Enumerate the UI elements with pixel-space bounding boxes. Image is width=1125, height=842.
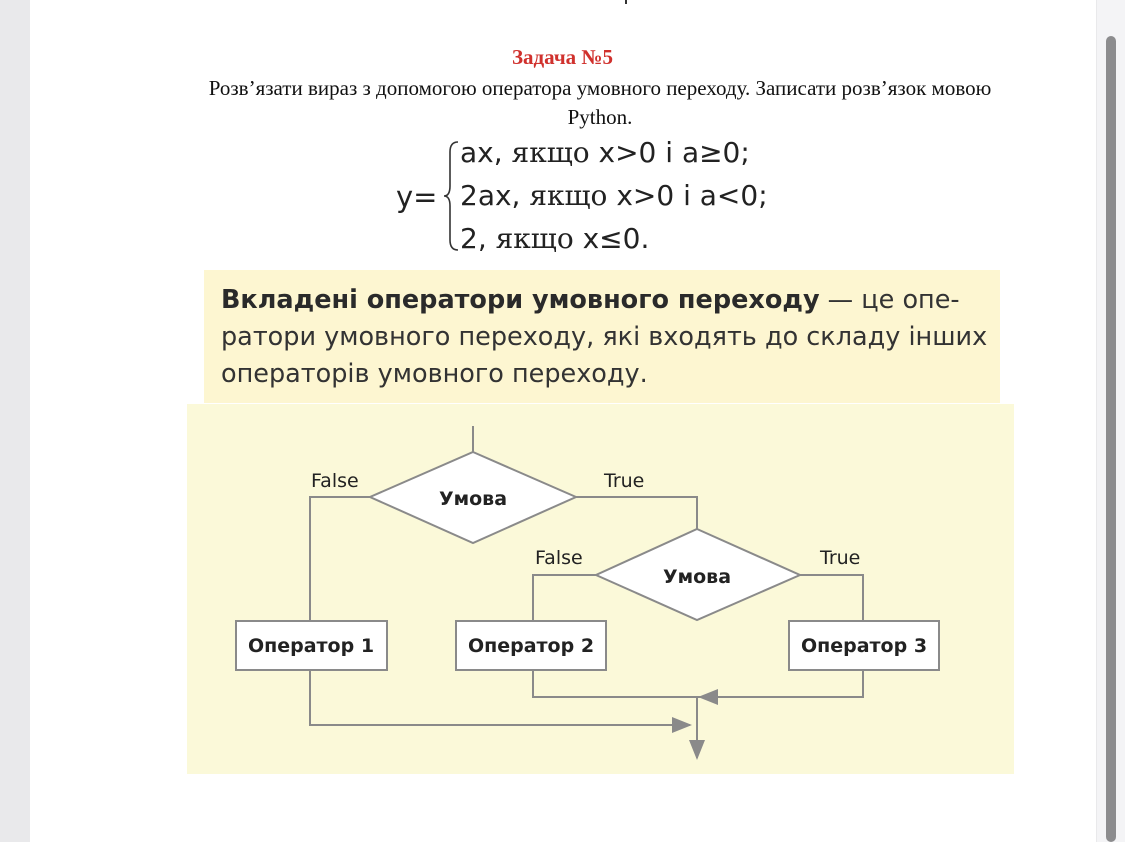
formula-case-3-word: якщо (495, 222, 574, 255)
task-title: Задача №5 (511, 45, 614, 69)
formula-case-3-expr: 2, (460, 222, 487, 255)
formula-case-2-word: якщо (529, 179, 608, 212)
formula-brace (443, 141, 459, 251)
definition-box (204, 270, 1000, 403)
true-1-label: True (603, 470, 644, 492)
definition-rest: — це опе­ратори умовного переходу, які в… (221, 285, 988, 389)
operator-3-label: Оператор 3 (801, 635, 927, 657)
page-top-mark (625, 0, 627, 4)
condition-2-label: Умова (663, 566, 731, 588)
operator-3-box (788, 620, 940, 671)
true-2-label: True (819, 547, 860, 569)
formula-case-3: 2, якщо x≤0. (460, 222, 649, 255)
formula-case-2-cond: x>0 і a<0; (616, 179, 768, 212)
task-statement: Розв’язати вираз з допомогою оператора у… (208, 76, 992, 129)
formula-case-1: ax, якщо x>0 і a≥0; (460, 136, 750, 169)
formula-case-1-word: якщо (511, 136, 590, 169)
scrollbar-thumb[interactable] (1106, 36, 1116, 842)
flow-false-1-line (309, 496, 370, 621)
formula-case-2-expr: 2ax, (460, 179, 521, 212)
flowchart-background (187, 404, 1014, 774)
flow-true-2-line (800, 574, 864, 621)
operator-1-label: Оператор 1 (248, 635, 374, 657)
false-2-label: False (535, 547, 583, 569)
formula-case-1-cond: x>0 і a≥0; (598, 136, 750, 169)
condition-1-label: Умова (439, 488, 507, 510)
operator-2-label: Оператор 2 (468, 635, 594, 657)
operator-2-box (455, 620, 607, 671)
condition-1-diamond (367, 450, 579, 545)
flow-false-2-line (532, 574, 596, 621)
flow-true-1-line (576, 496, 698, 529)
false-1-label: False (311, 470, 359, 492)
flow-inner-merge-line (532, 670, 864, 698)
operator-1-box (235, 620, 388, 671)
formula-lhs: y= (396, 180, 438, 214)
formula-case-1-expr: ax, (460, 136, 503, 169)
definition-term: Вкладені оператори умовного переходу (221, 285, 820, 315)
condition-2-diamond (593, 527, 803, 622)
formula-case-3-cond: x≤0. (582, 222, 650, 255)
formula-case-2: 2ax, якщо x>0 і a<0; (460, 179, 768, 212)
definition-text: Вкладені оператори умовного переходу — ц… (221, 282, 991, 393)
flow-outer-merge-line (309, 670, 692, 733)
